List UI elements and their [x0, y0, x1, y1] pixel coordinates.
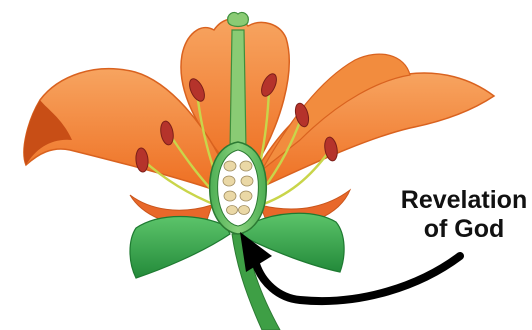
ovule [240, 161, 252, 171]
ovule [223, 176, 235, 186]
style [230, 30, 246, 150]
callout-line-1: Revelation [396, 186, 532, 215]
ovule [241, 176, 253, 186]
ovule [224, 161, 236, 171]
ovule [239, 206, 250, 215]
stigma [228, 12, 249, 26]
callout-line-2: of God [396, 215, 532, 244]
callout-label: Revelation of God [396, 186, 532, 244]
ovule [224, 191, 236, 201]
ovary-chamber [218, 150, 259, 226]
sepal-left [130, 217, 230, 279]
ovule [240, 191, 252, 201]
ovule [227, 206, 238, 215]
arrow-shaft [256, 256, 460, 301]
